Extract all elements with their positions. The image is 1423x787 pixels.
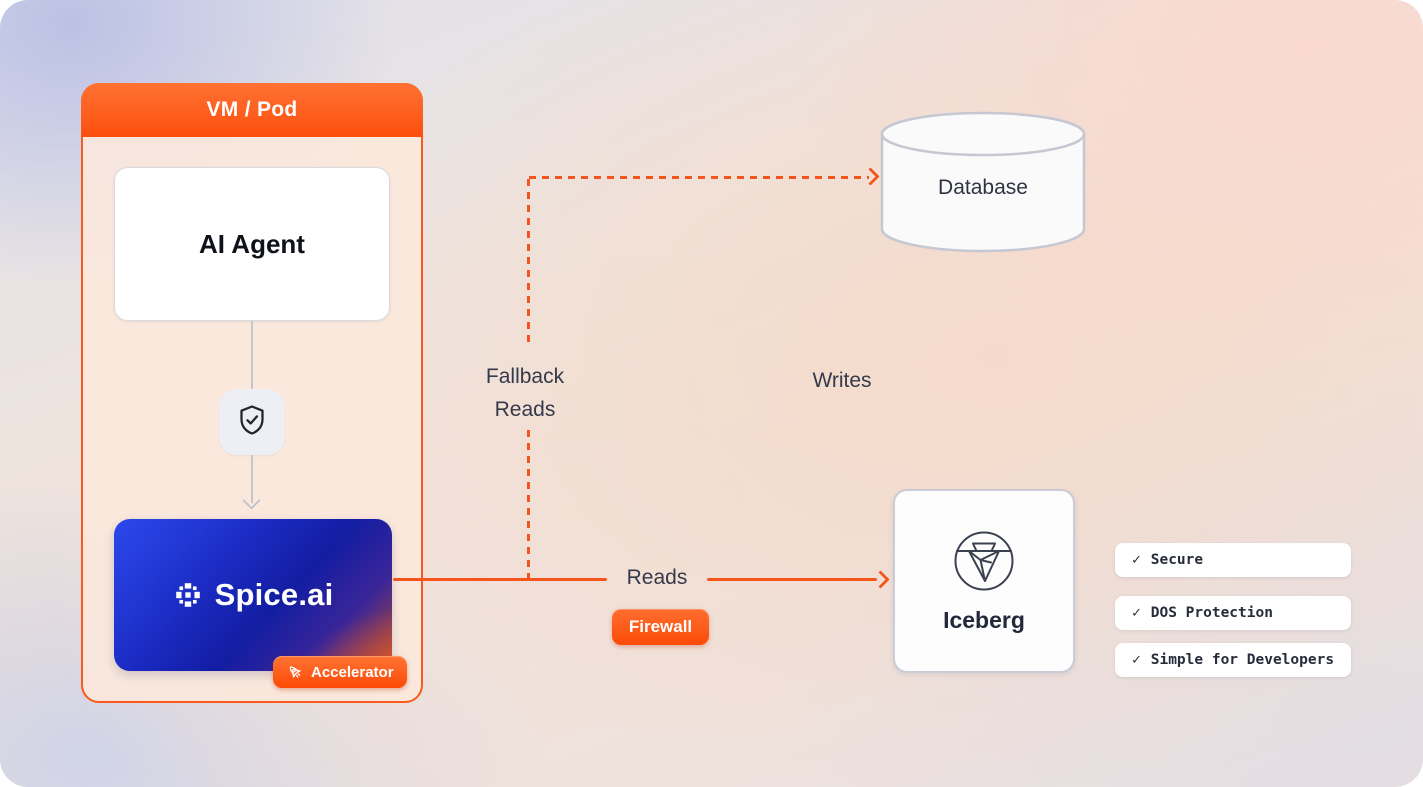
spice-node: Spice.ai — [114, 519, 392, 671]
shield-box — [219, 389, 285, 455]
reads-label: Reads — [626, 566, 688, 589]
fallback-reads-line1: Fallback — [485, 365, 565, 388]
ai-agent-label: AI Agent — [199, 228, 305, 259]
reads-line-left — [393, 578, 607, 581]
fallback-line-upper — [527, 179, 530, 347]
connector-line-bottom — [251, 455, 253, 503]
check-icon: ✓ — [1132, 652, 1141, 668]
database-cylinder-icon — [879, 111, 1087, 258]
feature-pill-secure: ✓ Secure — [1115, 543, 1351, 577]
fallback-line-lower — [527, 430, 530, 579]
check-icon: ✓ — [1132, 552, 1141, 568]
writes-label: Writes — [812, 369, 872, 392]
fallback-reads-label: Fallback Reads — [459, 360, 591, 426]
feature-text: DOS Protection — [1150, 605, 1273, 621]
iceberg-node: Iceberg — [893, 489, 1075, 673]
database-node: Database — [879, 110, 1087, 254]
shield-check-icon — [234, 402, 270, 443]
spice-label: Spice.ai — [214, 577, 334, 612]
check-icon: ✓ — [1132, 605, 1141, 621]
iceberg-label: Iceberg — [943, 606, 1025, 633]
fallback-line-horizontal — [529, 176, 869, 179]
vm-pod-title: VM / Pod — [206, 98, 298, 121]
accelerator-badge: Accelerator — [273, 656, 407, 688]
feature-pill-dos-protection: ✓ DOS Protection — [1115, 596, 1351, 630]
iceberg-logo-icon — [952, 529, 1016, 593]
feature-pill-simple-for-developers: ✓ Simple for Developers — [1115, 643, 1351, 677]
connector-line-top — [251, 321, 253, 389]
arrowhead-reads-icon — [871, 570, 890, 589]
accelerator-label: Accelerator — [311, 663, 394, 681]
rocket-icon — [282, 659, 307, 684]
fallback-reads-line2: Reads — [494, 398, 556, 421]
feature-text: Secure — [1150, 552, 1204, 568]
feature-text: Simple for Developers — [1150, 652, 1335, 668]
reads-line-right — [707, 578, 877, 581]
arrowhead-database-icon — [861, 167, 880, 186]
database-label: Database — [938, 176, 1028, 199]
firewall-badge: Firewall — [612, 609, 709, 645]
ai-agent-node: AI Agent — [114, 167, 390, 321]
vm-pod-header: VM / Pod — [81, 83, 423, 137]
spice-pixel-logo-icon — [173, 580, 203, 610]
firewall-label: Firewall — [628, 617, 693, 636]
